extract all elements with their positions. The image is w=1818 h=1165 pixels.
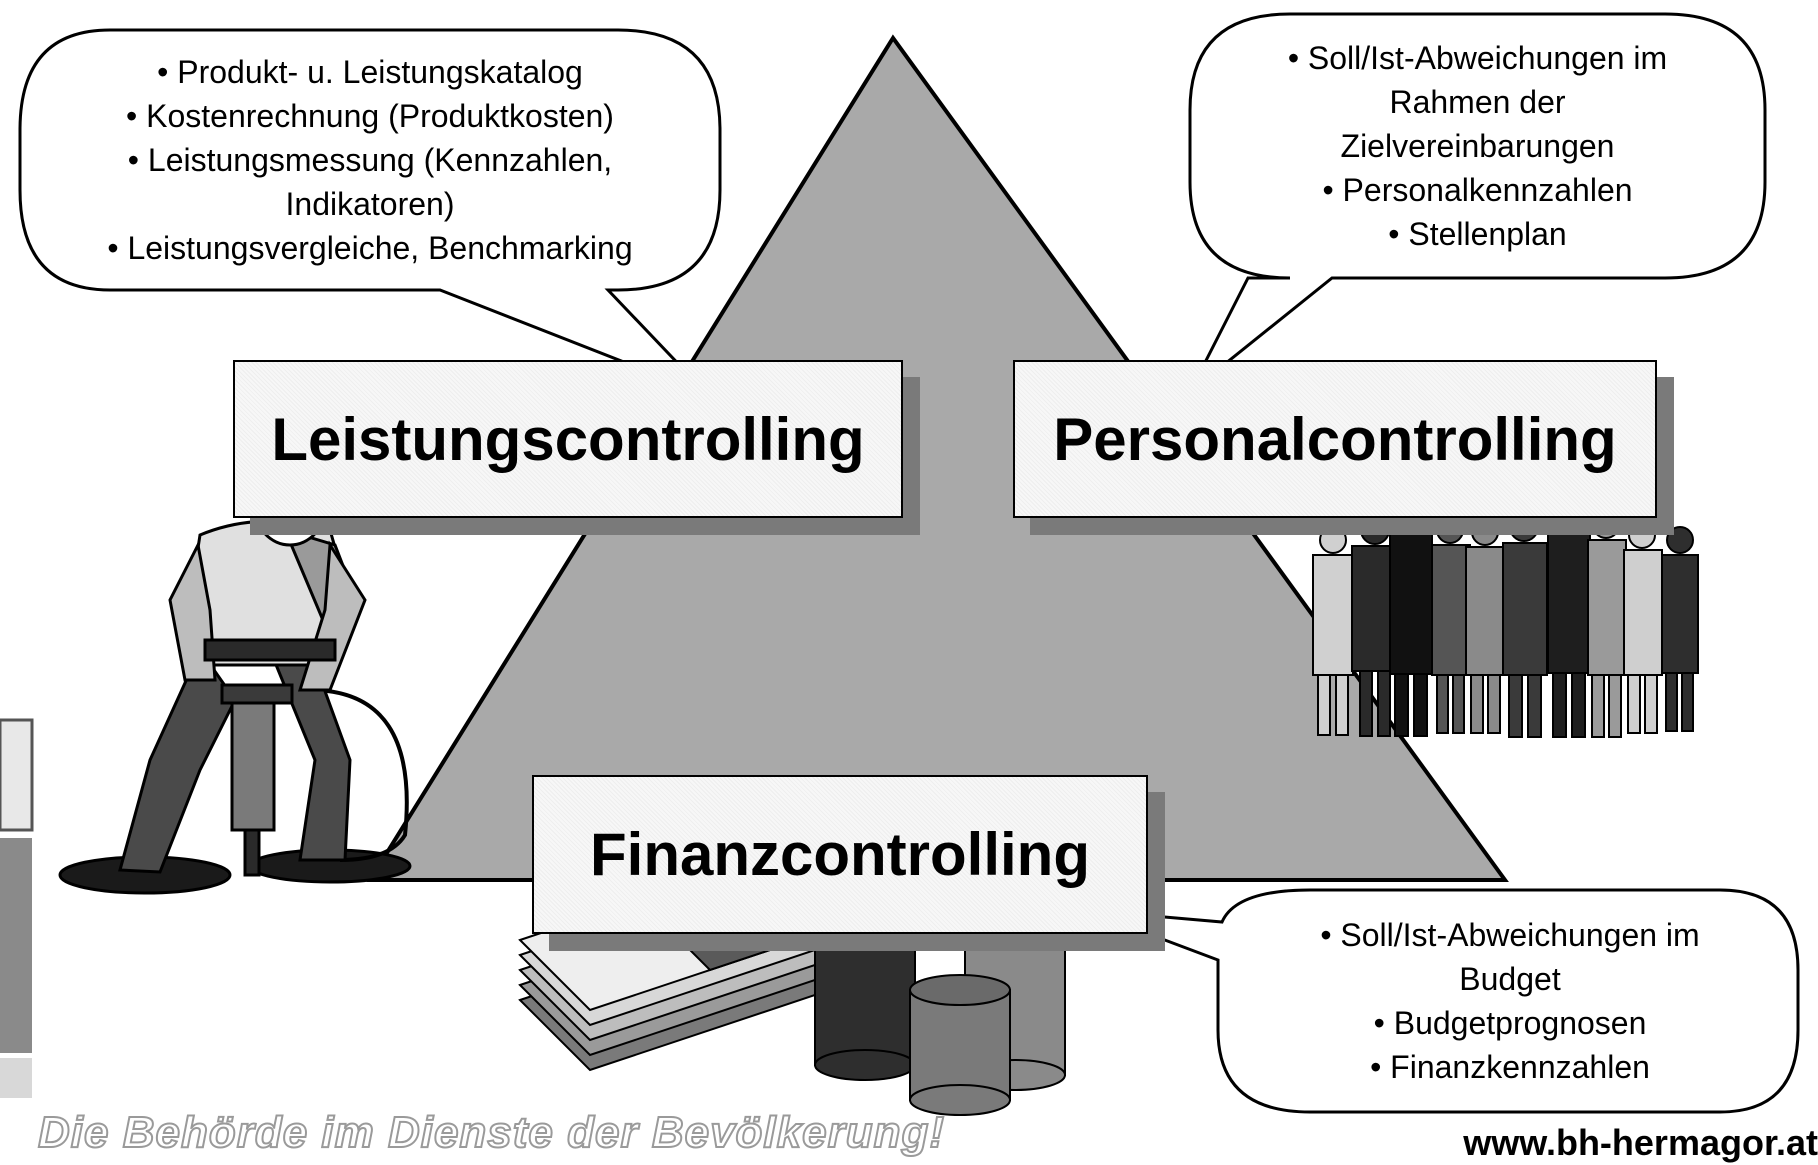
personal-bullet: Zielvereinbarungen <box>1340 128 1615 164</box>
personal-bullets: • Soll/Ist-Abweichungen im Rahmen der Zi… <box>1190 36 1765 256</box>
personal-bullet: • Stellenplan <box>1388 216 1567 252</box>
finanz-bullet: Budget <box>1459 961 1561 997</box>
leistung-speech-bubble <box>18 28 722 397</box>
finanz-bullet: • Finanzkennzahlen <box>1370 1049 1650 1085</box>
personal-bullet: • Soll/Ist-Abweichungen im <box>1287 40 1668 76</box>
personalcontrolling-label: Personalcontrolling <box>1013 360 1657 518</box>
leistungscontrolling-label: Leistungscontrolling <box>233 360 903 518</box>
leistung-bullet: • Produkt- u. Leistungskatalog <box>157 54 583 90</box>
finanz-bullets: • Soll/Ist-Abweichungen im Budget • Budg… <box>1225 913 1795 1089</box>
people-group-icon <box>1312 497 1699 738</box>
construction-worker-icon <box>58 463 412 895</box>
footer-url[interactable]: www.bh-hermagor.at <box>1463 1122 1818 1163</box>
leistung-bullet: • Leistungsmessung (Kennzahlen, <box>127 142 613 178</box>
leistung-bullet: Indikatoren) <box>285 186 455 222</box>
leistung-bullets: • Produkt- u. Leistungskatalog • Kostenr… <box>20 50 720 270</box>
footer-slogan: Die Behörde im Dienste der Bevölkerung! <box>37 1107 945 1158</box>
finanzcontrolling-label: Finanzcontrolling <box>532 775 1148 934</box>
personal-bullet: Rahmen der <box>1389 84 1566 120</box>
leistung-bullet: • Kostenrechnung (Produktkosten) <box>126 98 614 134</box>
finanz-bullet: • Soll/Ist-Abweichungen im <box>1320 917 1700 953</box>
finanz-speech-bubble <box>1084 888 1800 1114</box>
finanz-bullet: • Budgetprognosen <box>1373 1005 1647 1041</box>
leistung-bullet: • Leistungsvergleiche, Benchmarking <box>107 230 633 266</box>
left-edge-fragment <box>0 718 34 1098</box>
personal-speech-bubble <box>1188 12 1767 394</box>
personal-bullet: • Personalkennzahlen <box>1322 172 1633 208</box>
